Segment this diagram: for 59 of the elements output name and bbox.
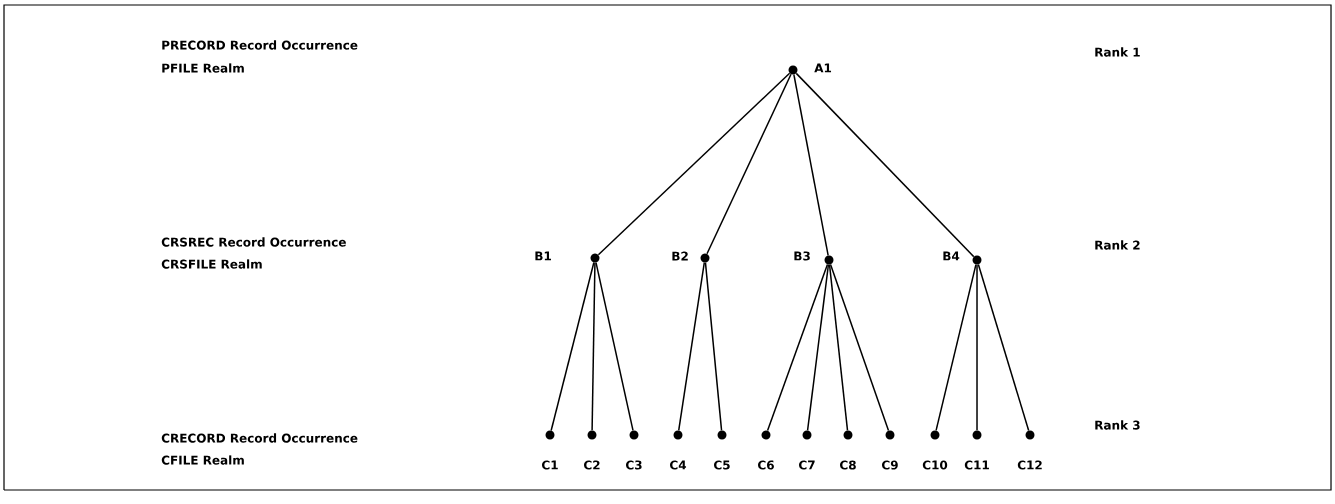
record-label: PFILE Realm: [162, 63, 244, 73]
tree-node: C2: [584, 430, 600, 470]
tree-node: C4: [670, 430, 687, 470]
record-label: CRECORD Record Occurrence: [161, 433, 358, 443]
tree-node: C6: [758, 430, 774, 470]
record-label: PRECORD Record Occurrence: [162, 40, 358, 50]
rank-label: Rank 2: [1095, 240, 1140, 250]
tree-node: C9: [882, 430, 898, 470]
tree-line: [828, 263, 849, 432]
tree-node: B3: [794, 251, 834, 265]
rank-label: Rank 1: [1095, 47, 1140, 57]
tree-line: [935, 263, 977, 432]
node-label: C4: [670, 460, 687, 470]
tree-node: C5: [714, 430, 730, 470]
tree-line: [597, 72, 791, 256]
tree-line: [829, 263, 890, 432]
tree-line: [706, 73, 792, 255]
tree-node: C3: [626, 430, 642, 470]
node-label: C12: [1017, 460, 1042, 470]
record-label: CRSREC Record Occurrence: [161, 237, 346, 247]
tree-line: [591, 261, 596, 432]
tree-node: B4: [943, 251, 982, 265]
tree-line: [793, 73, 829, 257]
node-label: C9: [882, 460, 898, 470]
node-label: C5: [714, 460, 730, 470]
node-label: A1: [814, 63, 832, 73]
node-label: C2: [584, 460, 600, 470]
node-label: B4: [943, 251, 960, 261]
record-label: CFILE Realm: [161, 455, 244, 465]
tree-node: C10: [922, 430, 948, 470]
node-label: C8: [840, 460, 856, 470]
tree-line: [795, 72, 975, 258]
tree-line: [704, 261, 723, 432]
node-label: C11: [964, 460, 989, 470]
tree-node: C8: [840, 430, 856, 470]
tree-node: B2: [672, 251, 710, 263]
node-label: B2: [672, 251, 688, 261]
tree-node: C11: [964, 430, 989, 470]
node-label: B3: [794, 251, 810, 261]
node-label: B1: [535, 251, 551, 261]
tree-node: C12: [1017, 430, 1042, 470]
tree-line: [977, 263, 1030, 432]
tree-line: [550, 261, 595, 432]
tree-node: A1: [788, 63, 832, 75]
tree-line: [677, 261, 706, 432]
node-label: C1: [542, 460, 558, 470]
node-label: C3: [626, 460, 642, 470]
tree-line: [766, 263, 829, 432]
node-label: C7: [799, 460, 815, 470]
rank-label: Rank 3: [1095, 420, 1140, 430]
tree-line: [806, 263, 830, 432]
node-label: C10: [922, 460, 948, 470]
tree-node: B1: [535, 251, 600, 263]
node-label: C6: [758, 460, 774, 470]
tree-line: [595, 261, 634, 432]
tree-node: C1: [542, 430, 558, 470]
tree-line: [976, 263, 978, 432]
record-label: CRSFILE Realm: [161, 259, 262, 269]
tree-node: C7: [799, 430, 815, 470]
